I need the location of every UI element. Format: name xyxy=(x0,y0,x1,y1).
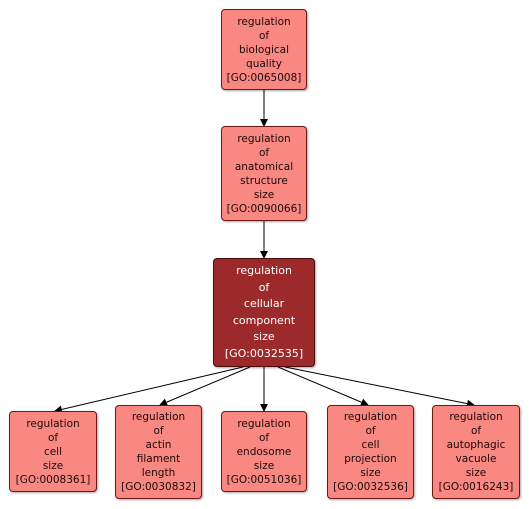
node-line: size xyxy=(360,467,381,479)
node-regulation-of-anatomical-structure-size[interactable]: regulation of anatomical structure size … xyxy=(221,126,307,221)
node-regulation-of-cell-size[interactable]: regulation of cell size [GO:0008361] xyxy=(9,411,97,492)
node-regulation-of-actin-filament-length[interactable]: regulation of actin filament length [GO:… xyxy=(115,405,202,499)
node-go-id: [GO:0051036] xyxy=(226,473,302,486)
node-line: of xyxy=(258,29,270,42)
node-line: component xyxy=(232,313,296,327)
node-go-id: [GO:0032535] xyxy=(224,346,304,360)
edge-n3-n7 xyxy=(277,366,369,406)
node-go-id: [GO:0030832] xyxy=(121,481,196,493)
node-line: regulation xyxy=(26,417,80,430)
node-line: size xyxy=(253,330,275,343)
node-go-id: [GO:0090066] xyxy=(226,202,302,215)
node-line: filament xyxy=(136,453,181,465)
node-line: of xyxy=(470,425,482,437)
node-line: endosome xyxy=(236,445,292,458)
node-regulation-of-cell-projection-size[interactable]: regulation of cell projection size [GO:0… xyxy=(327,405,414,499)
edge-n3-n4 xyxy=(54,366,244,414)
node-line: size xyxy=(465,467,487,479)
node-line: cell xyxy=(361,439,380,451)
edge-n3-n8 xyxy=(284,366,475,408)
node-line: biological xyxy=(238,43,290,56)
node-line: size xyxy=(253,188,275,201)
node-line: length xyxy=(141,467,176,479)
node-regulation-of-endosome-size[interactable]: regulation of endosome size [GO:0051036] xyxy=(221,411,307,492)
node-go-id: [GO:0065008] xyxy=(226,71,302,84)
node-line: size xyxy=(42,459,64,472)
node-regulation-of-biological-quality[interactable]: regulation of biological quality [GO:006… xyxy=(221,9,307,90)
node-line: regulation xyxy=(237,15,291,28)
node-line: vacuole xyxy=(455,453,497,465)
node-line: of xyxy=(365,425,376,437)
node-line: autophagic xyxy=(446,439,506,451)
node-line: of xyxy=(47,431,59,444)
node-line: anatomical xyxy=(234,160,294,173)
node-line: of xyxy=(258,146,270,159)
node-line: projection xyxy=(344,453,397,465)
node-line: regulation xyxy=(343,411,398,423)
node-line: of xyxy=(258,280,270,294)
node-line: of xyxy=(153,425,164,437)
node-go-id: [GO:0016243] xyxy=(438,481,514,493)
node-line: cellular xyxy=(243,297,285,310)
node-line: regulation xyxy=(236,264,292,277)
node-line: size xyxy=(253,459,275,472)
node-line: structure xyxy=(240,174,288,187)
node-line: of xyxy=(258,431,270,444)
node-regulation-of-cellular-component-size[interactable]: regulation of cellular component size [G… xyxy=(213,258,315,367)
node-line: regulation xyxy=(237,417,291,430)
node-line: regulation xyxy=(131,411,186,423)
node-line: cell xyxy=(43,445,63,458)
node-line: quality xyxy=(246,57,282,70)
edge-n3-n5 xyxy=(159,366,251,406)
node-go-id: [GO:0032536] xyxy=(333,481,408,493)
node-regulation-of-autophagic-vacuole-size[interactable]: regulation of autophagic vacuole size [G… xyxy=(432,405,520,499)
node-line: regulation xyxy=(449,411,503,423)
node-go-id: [GO:0008361] xyxy=(15,473,91,486)
node-line: regulation xyxy=(237,132,291,145)
node-line: actin xyxy=(145,439,172,451)
